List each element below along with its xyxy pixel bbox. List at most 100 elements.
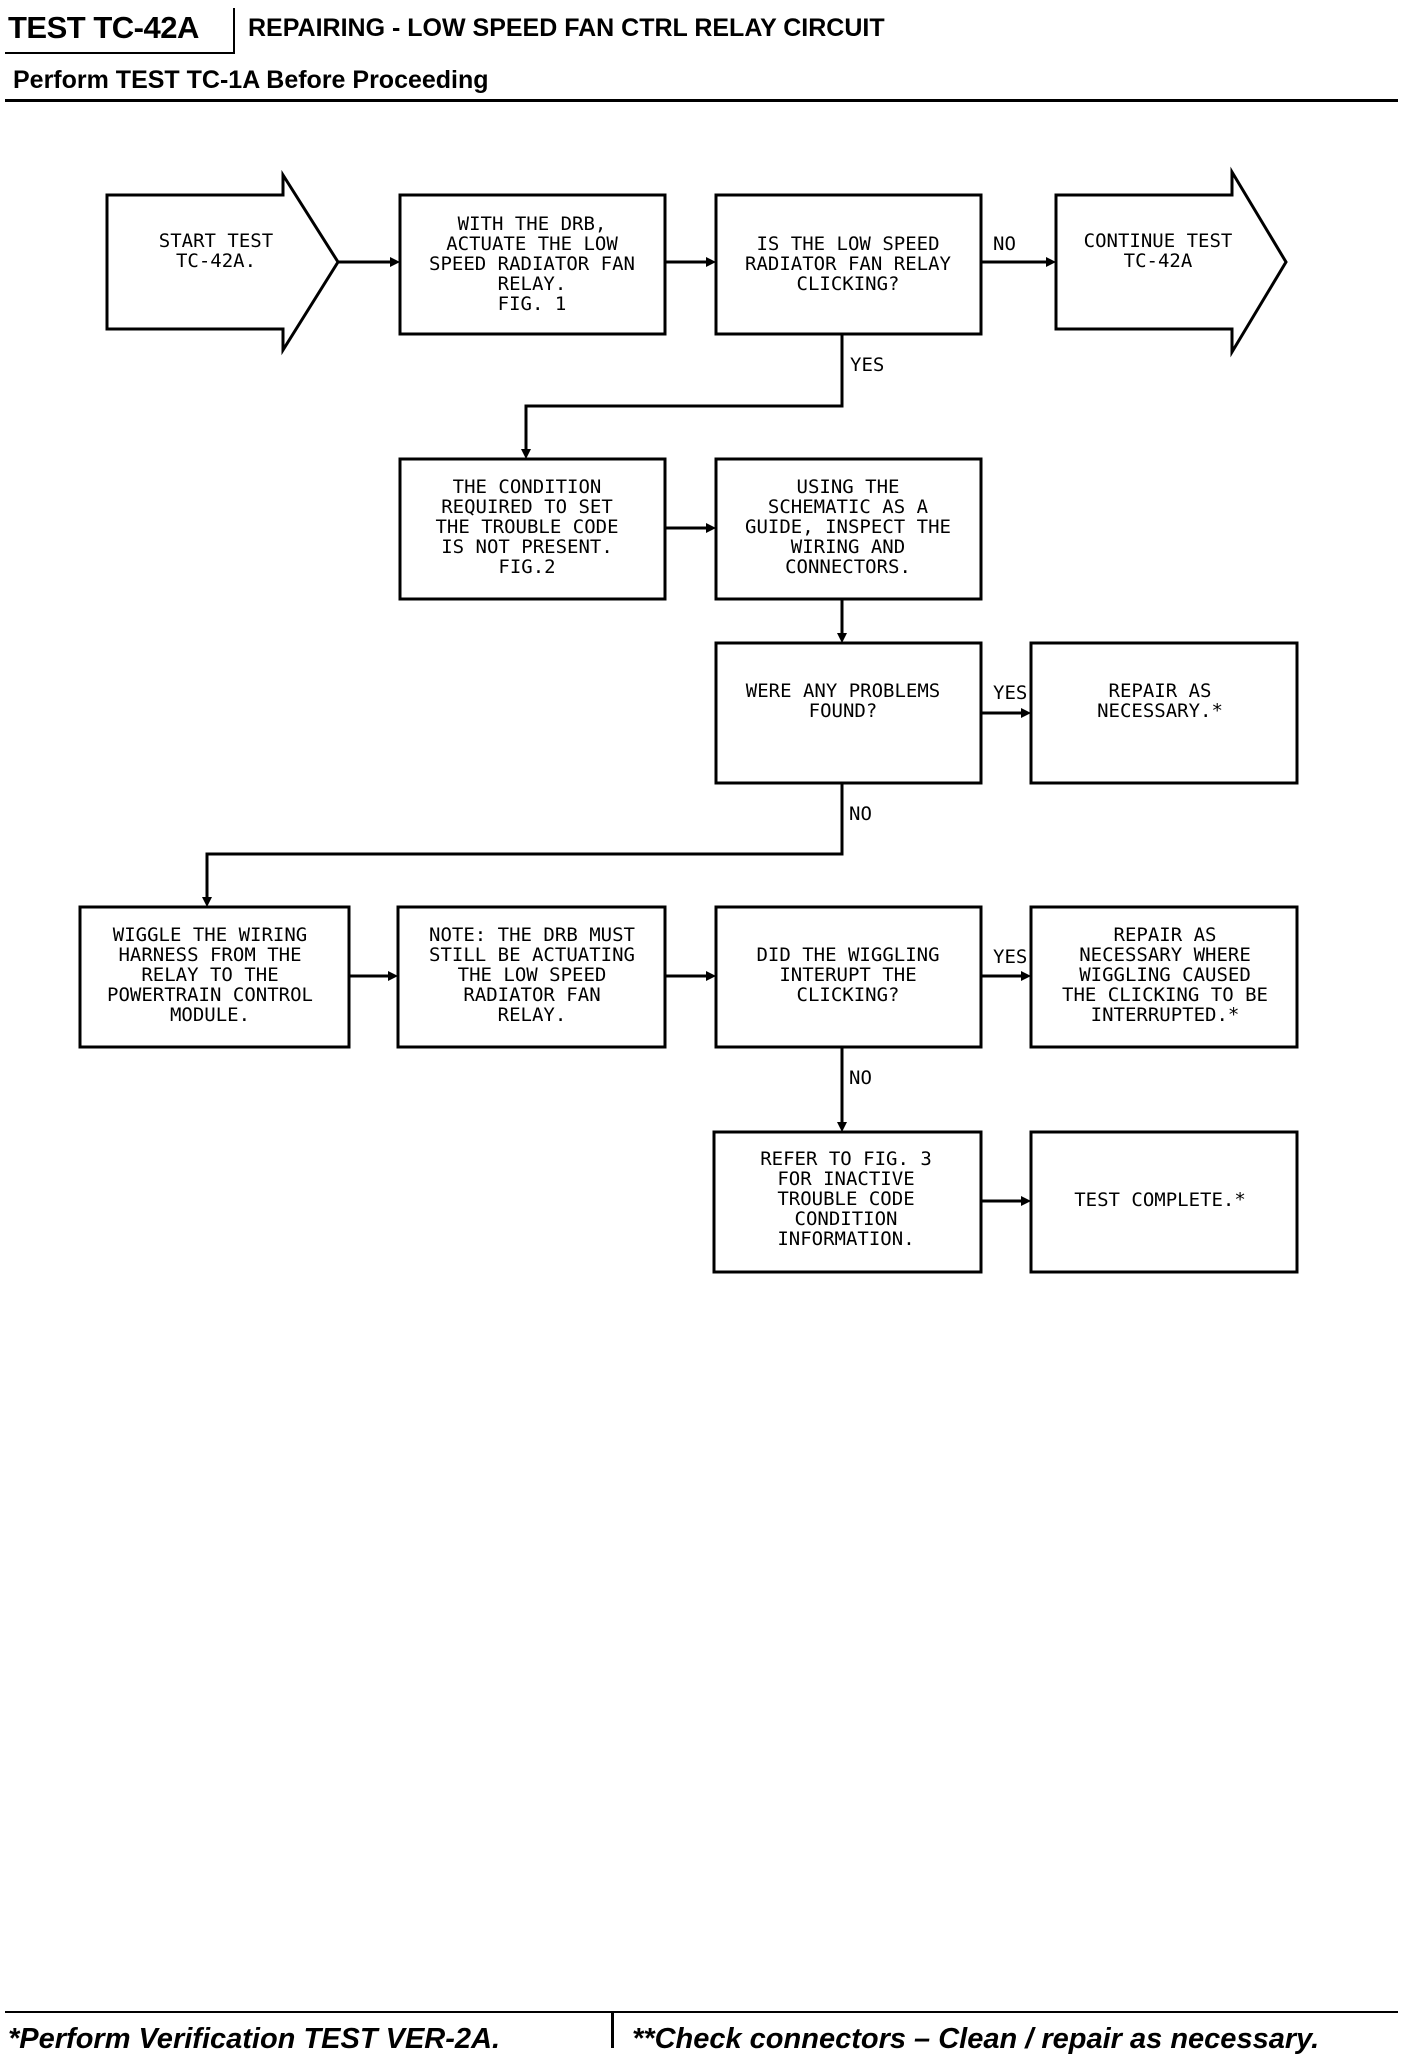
flow-line: RELAY. xyxy=(498,273,567,295)
flow-line: FIG.2 xyxy=(498,556,555,578)
header-rule xyxy=(5,99,1398,102)
connector-question-repair xyxy=(981,971,1031,981)
connector-refer-complete xyxy=(981,1196,1031,1206)
branch-label-yes-1: YES xyxy=(850,354,884,376)
flow-line: WERE ANY PROBLEMS xyxy=(746,680,940,702)
branch-label-no-2: NO xyxy=(849,803,872,825)
flow-line: HARNESS FROM THE xyxy=(118,944,301,966)
continue-arrow-shape xyxy=(1054,166,1288,358)
flow-line: REFER TO FIG. 3 xyxy=(760,1148,932,1170)
flow-line: INTERRUPTED.* xyxy=(1091,1004,1240,1026)
flow-line: RELAY TO THE xyxy=(141,964,278,986)
flow-line: FOR INACTIVE xyxy=(777,1168,914,1190)
footer-note-left: *Perform Verification TEST VER-2A. xyxy=(8,2023,501,2055)
flow-line: THE CONDITION xyxy=(453,476,602,498)
flow-line: WIGGLE THE WIRING xyxy=(113,924,307,946)
flow-line: REPAIR AS xyxy=(1114,924,1217,946)
flow-line: CONNECTORS. xyxy=(785,556,911,578)
flow-line: POWERTRAIN CONTROL xyxy=(107,984,313,1006)
flow-line: FOUND? xyxy=(809,700,878,722)
note-box xyxy=(396,905,667,1049)
page-title: REPAIRING - LOW SPEED FAN CTRL RELAY CIR… xyxy=(248,14,885,42)
branch-label-yes-3: YES xyxy=(993,946,1027,968)
flow-line: WITH THE DRB, xyxy=(458,213,607,235)
refer-box xyxy=(712,1130,983,1274)
complete-text: TEST COMPLETE.* xyxy=(1074,1189,1246,1211)
wiggle-question-box xyxy=(714,905,983,1049)
flow-line: CONTINUE TEST xyxy=(1084,230,1233,252)
flow-line: CONDITION xyxy=(795,1208,898,1230)
connector-question-refer xyxy=(837,1047,847,1132)
flow-line: REPAIR AS xyxy=(1109,680,1212,702)
flow-line: THE CLICKING TO BE xyxy=(1062,984,1268,1006)
branch-label-yes-2: YES xyxy=(993,682,1027,704)
connector-start-actuate xyxy=(338,257,400,267)
branch-label-no-3: NO xyxy=(849,1067,872,1089)
flow-line: REQUIRED TO SET xyxy=(441,496,613,518)
condition-box xyxy=(398,457,667,601)
flow-line: IS NOT PRESENT. xyxy=(441,536,613,558)
flow-line: CLICKING? xyxy=(797,984,900,1006)
connector-condition-inspect xyxy=(665,523,716,533)
flow-line: RADIATOR FAN RELAY xyxy=(745,253,951,275)
flow-line: START TEST xyxy=(159,230,273,252)
flow-line: THE LOW SPEED xyxy=(458,964,607,986)
flow-line: TC-42A. xyxy=(176,250,256,272)
flow-line: GUIDE, INSPECT THE xyxy=(745,516,951,538)
flow-line: WIRING AND xyxy=(791,536,905,558)
connector-question-condition xyxy=(521,334,844,459)
flow-line: INTERUPT THE xyxy=(779,964,916,986)
problems-question-box xyxy=(714,641,983,785)
branch-label-no-1: NO xyxy=(993,233,1016,255)
flow-line: WIGGLING CAUSED xyxy=(1079,964,1251,986)
flow-line: TC-42A xyxy=(1124,250,1193,272)
footer-rule xyxy=(5,2011,1398,2013)
connector-wiggle-note xyxy=(349,971,398,981)
page-subtitle: Perform TEST TC-1A Before Proceeding xyxy=(13,66,489,94)
flow-line: USING THE xyxy=(797,476,900,498)
inspect-box xyxy=(714,457,983,601)
header-separator xyxy=(233,8,235,54)
connector-problems-wiggle xyxy=(202,783,844,907)
flow-line: ACTUATE THE LOW xyxy=(446,233,618,255)
flow-line: SCHEMATIC AS A xyxy=(768,496,929,518)
flow-line: NECESSARY WHERE xyxy=(1079,944,1251,966)
footer-separator xyxy=(611,2013,614,2048)
connector-problems-repair xyxy=(981,708,1031,718)
actuate-box xyxy=(398,193,667,336)
flow-line: SPEED RADIATOR FAN xyxy=(429,253,635,275)
footer-note-right: **Check connectors – Clean / repair as n… xyxy=(632,2023,1320,2055)
wiggle-box xyxy=(78,905,351,1049)
flow-line: TROUBLE CODE xyxy=(777,1188,914,1210)
flow-line: IS THE LOW SPEED xyxy=(756,233,939,255)
flow-line: RADIATOR FAN xyxy=(463,984,600,1006)
connector-question-continue xyxy=(981,257,1056,267)
repair-box-2 xyxy=(1029,905,1299,1049)
complete-box xyxy=(1029,1130,1299,1274)
flow-line: NECESSARY.* xyxy=(1097,700,1223,722)
flow-line: FIG. 1 xyxy=(498,293,567,315)
flow-line: MODULE. xyxy=(170,1004,250,1026)
flow-line: STILL BE ACTUATING xyxy=(429,944,635,966)
connector-note-question xyxy=(665,971,716,981)
test-id: TEST TC-42A xyxy=(8,10,199,45)
connector-inspect-problems xyxy=(837,599,847,643)
start-arrow-shape xyxy=(105,169,340,356)
flow-line: DID THE WIGGLING xyxy=(756,944,939,966)
test-id-underline xyxy=(5,52,235,54)
flow-line: TEST COMPLETE.* xyxy=(1074,1189,1246,1211)
